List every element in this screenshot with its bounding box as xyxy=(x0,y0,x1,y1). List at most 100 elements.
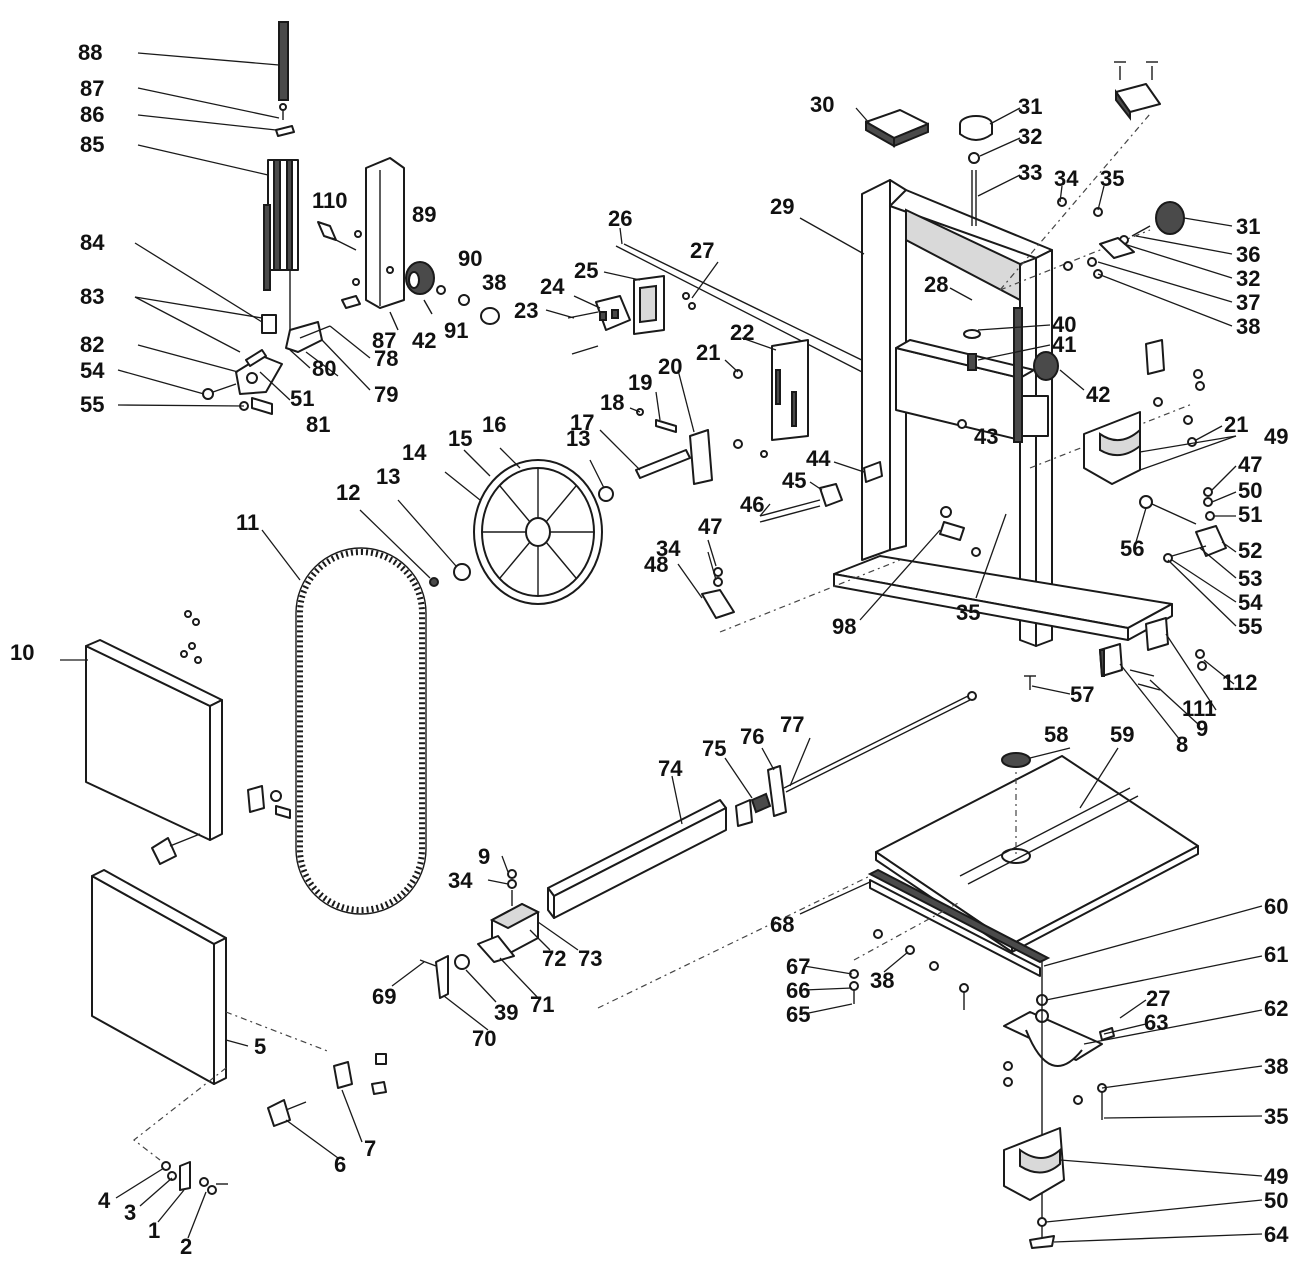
callout-11: 11 xyxy=(236,510,259,535)
callout-48: 48 xyxy=(644,552,668,577)
callout-3: 3 xyxy=(124,1200,136,1225)
callout-49b: 49 xyxy=(1264,1164,1288,1189)
callout-71: 71 xyxy=(530,992,554,1017)
callout-84: 84 xyxy=(80,230,105,255)
callout-34c: 34 xyxy=(448,868,473,893)
callout-35b: 35 xyxy=(956,600,980,625)
motor-cover-top xyxy=(1114,61,1161,121)
callout-72: 72 xyxy=(542,946,566,971)
callout-4: 4 xyxy=(98,1188,111,1213)
upper-blade-guard xyxy=(341,157,405,331)
callout-59: 59 xyxy=(1110,722,1134,747)
callout-25: 25 xyxy=(574,258,598,283)
motor-mount-blocks xyxy=(1024,617,1207,691)
part-drawings xyxy=(85,21,1227,1249)
callout-6: 6 xyxy=(334,1152,346,1177)
callout-69: 69 xyxy=(372,984,396,1009)
callout-55b: 55 xyxy=(1238,614,1262,639)
callout-78: 78 xyxy=(374,346,398,371)
callout-87: 87 xyxy=(80,76,104,101)
guide-bracket xyxy=(285,321,331,353)
callout-58: 58 xyxy=(1044,722,1068,747)
callout-49: 49 xyxy=(1264,424,1288,449)
callout-9: 9 xyxy=(1196,716,1208,741)
callout-66: 66 xyxy=(786,978,810,1003)
callout-40: 40 xyxy=(1052,312,1076,337)
callout-54: 54 xyxy=(80,358,105,383)
saw-blade xyxy=(295,547,427,915)
callout-79: 79 xyxy=(374,382,398,407)
rack-bar xyxy=(278,21,289,101)
callout-52: 52 xyxy=(1238,538,1262,563)
callout-65: 65 xyxy=(786,1002,810,1027)
callout-20: 20 xyxy=(658,354,682,379)
callout-47: 47 xyxy=(1238,452,1262,477)
callout-98: 98 xyxy=(832,614,856,639)
screw-small xyxy=(275,103,295,137)
callout-47b: 47 xyxy=(698,514,722,539)
axle-block xyxy=(598,408,713,502)
guide-blocks xyxy=(1145,339,1205,391)
callout-38d: 38 xyxy=(1264,1054,1288,1079)
callout-26: 26 xyxy=(608,206,632,231)
rip-fence xyxy=(547,799,727,919)
callout-73: 73 xyxy=(578,946,602,971)
callout-63: 63 xyxy=(1144,1010,1168,1035)
callout-88: 88 xyxy=(78,40,102,65)
callout-44: 44 xyxy=(806,446,831,471)
callout-35: 35 xyxy=(1100,166,1124,191)
callout-39: 39 xyxy=(494,1000,518,1025)
callout-35c: 35 xyxy=(1264,1104,1288,1129)
upper-guide-assembly xyxy=(957,307,1059,443)
callout-64: 64 xyxy=(1264,1222,1289,1247)
callout-55: 55 xyxy=(80,392,104,417)
callout-1: 1 xyxy=(148,1218,160,1243)
trunnion-upper xyxy=(1083,397,1197,485)
callout-80: 80 xyxy=(312,356,336,381)
callout-13b: 13 xyxy=(376,464,400,489)
trunnion-support xyxy=(1003,960,1115,1240)
callout-21: 21 xyxy=(696,340,720,365)
blade-tension-knob xyxy=(1057,197,1185,279)
callout-22: 22 xyxy=(730,320,754,345)
trunnion-lower xyxy=(1003,1127,1065,1249)
callout-51: 51 xyxy=(290,386,314,411)
callout-86: 86 xyxy=(80,102,104,127)
callout-28: 28 xyxy=(924,272,948,297)
slide-bracket xyxy=(733,339,809,458)
table-insert-30 xyxy=(865,109,929,148)
tension-plate xyxy=(615,243,875,375)
callout-61: 61 xyxy=(1264,942,1288,967)
callout-60: 60 xyxy=(1264,894,1288,919)
callout-31b: 31 xyxy=(1236,214,1260,239)
callout-82: 82 xyxy=(80,332,104,357)
front-rail xyxy=(597,868,1051,1009)
callout-57: 57 xyxy=(1070,682,1094,707)
callout-7: 7 xyxy=(364,1136,376,1161)
callout-110: 110 xyxy=(312,188,348,213)
callout-19: 19 xyxy=(628,370,652,395)
callout-89: 89 xyxy=(412,202,436,227)
callout-74: 74 xyxy=(658,756,683,781)
callout-90: 90 xyxy=(458,246,482,271)
callout-41: 41 xyxy=(1052,332,1076,357)
rail-hardware xyxy=(849,901,969,1010)
callout-38: 38 xyxy=(482,270,506,295)
callout-43: 43 xyxy=(974,424,998,449)
callout-38b: 38 xyxy=(1236,314,1260,339)
callout-77: 77 xyxy=(780,712,804,737)
callout-27: 27 xyxy=(690,238,714,263)
callout-15: 15 xyxy=(448,426,472,451)
callout-13: 13 xyxy=(566,426,590,451)
callout-81: 81 xyxy=(306,412,330,437)
callout-27b: 27 xyxy=(1146,986,1170,1011)
callout-56: 56 xyxy=(1120,536,1144,561)
adjustment-knob xyxy=(405,261,500,325)
callout-8: 8 xyxy=(1176,732,1188,757)
callout-85: 85 xyxy=(80,132,104,157)
callout-5: 5 xyxy=(254,1034,266,1059)
upper-bearing-housing xyxy=(567,295,631,355)
callout-75: 75 xyxy=(702,736,726,761)
callout-18: 18 xyxy=(600,390,624,415)
